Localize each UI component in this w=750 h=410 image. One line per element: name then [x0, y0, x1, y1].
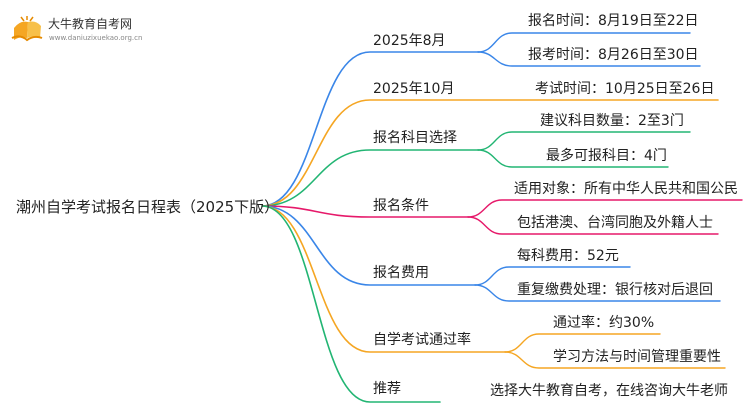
branch-connector: [261, 205, 506, 353]
branch-label-subjects: 报名科目选择: [373, 130, 457, 146]
leaf-connector: [504, 351, 726, 369]
mindmap-root: 潮州自学考试报名日程表（2025下版）: [16, 198, 280, 216]
leaf-connector: [477, 149, 669, 168]
leaf-connector: [477, 51, 701, 67]
leaf-connector: [474, 284, 721, 302]
branch-label-oct: 2025年10月: [373, 81, 455, 97]
leaf-registration-time: 报名时间：8月19日至22日: [528, 13, 699, 29]
leaf-connector: [504, 333, 661, 353]
branch-connector: [261, 205, 469, 218]
leaf-fee-per-subject: 每科费用：52元: [517, 248, 619, 264]
leaf-connector: [477, 131, 691, 151]
logo-url: www.daniuzixuekao.org.cn: [49, 34, 143, 42]
site-logo[interactable]: 大牛教育自考网 www.daniuzixuekao.org.cn: [10, 12, 160, 48]
branch-label-conditions: 报名条件: [373, 198, 429, 214]
leaf-study-method: 学习方法与时间管理重要性: [553, 349, 721, 365]
leaf-includes: 包括港澳、台湾同胞及外籍人士: [517, 215, 713, 231]
leaf-suggested-count: 建议科目数量：2至3门: [540, 113, 684, 129]
branch-connector: [261, 99, 719, 207]
branch-label-aug: 2025年8月: [373, 33, 446, 49]
branch-label-recommend: 推荐: [373, 381, 401, 397]
branch-label-fees: 报名费用: [373, 265, 429, 281]
branch-connector: [261, 205, 476, 286]
leaf-recommend-text: 选择大牛教育自考，在线咨询大牛老师: [490, 383, 728, 399]
leaf-exam-time: 考试时间：10月25日至26日: [535, 81, 715, 97]
leaf-apply-time: 报考时间：8月26日至30日: [528, 47, 699, 63]
leaf-connector: [467, 199, 743, 218]
leaf-max-subjects: 最多可报科目：4门: [546, 148, 667, 164]
branch-label-pass-rate: 自学考试通过率: [373, 332, 471, 348]
leaf-connector: [477, 32, 691, 53]
branch-connector: [261, 205, 441, 403]
leaf-connector: [474, 266, 631, 286]
branch-connector: [261, 51, 479, 207]
leaf-connector: [467, 216, 719, 235]
branch-connector: [261, 149, 479, 207]
logo-name: 大牛教育自考网: [48, 17, 133, 31]
leaf-pass-rate: 通过率：约30%: [553, 315, 655, 331]
leaf-duplicate-payment: 重复缴费处理：银行核对后退回: [517, 282, 713, 298]
leaf-eligibility: 适用对象：所有中华人民共和国公民: [514, 181, 738, 197]
book-icon: [11, 16, 43, 42]
